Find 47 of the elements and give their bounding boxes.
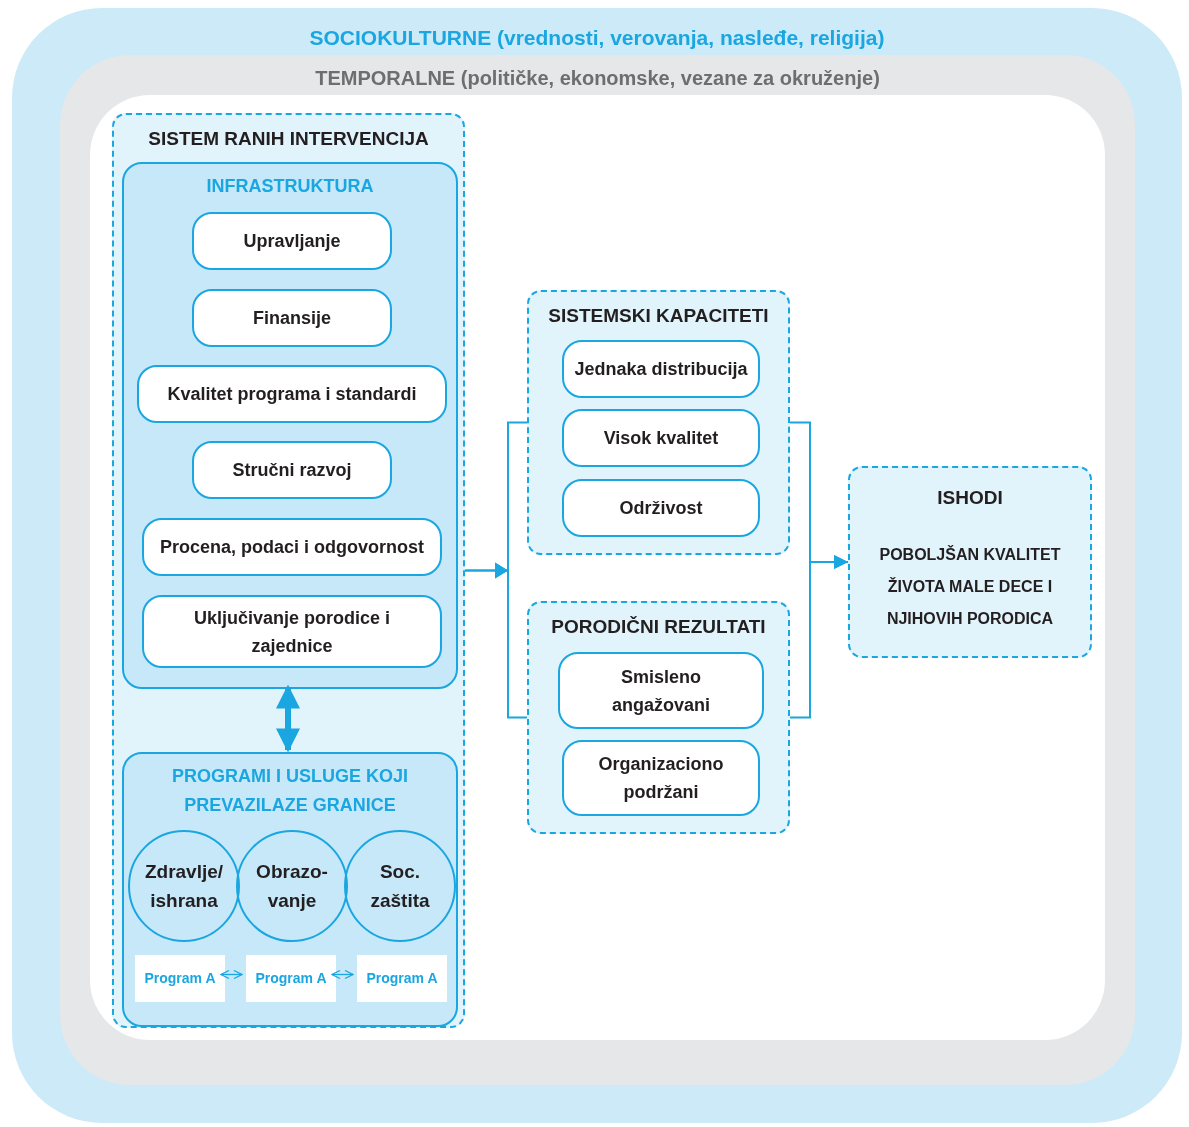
box-label: Održivost xyxy=(619,497,703,520)
rounded-box xyxy=(192,441,392,499)
rounded-box xyxy=(142,518,442,576)
box-label: Smisleno angažovani xyxy=(611,665,711,717)
box-label: Stručni razvoj xyxy=(232,459,352,482)
band-title: SOCIOKULTURNE (vrednosti, verovanja, nasleđe, religija) xyxy=(309,25,885,51)
box-label: Finansije xyxy=(253,307,331,330)
circle-label: Obrazo- vanje xyxy=(255,860,329,913)
rounded-box xyxy=(558,652,764,729)
program-label: Program A xyxy=(144,969,216,988)
rounded-box xyxy=(142,595,442,668)
program-label: Program A xyxy=(255,969,327,988)
program-box xyxy=(357,955,447,1002)
group-panel xyxy=(122,752,458,1027)
box-label: Organizaciono podržani xyxy=(597,753,725,804)
box-label: Visok kvalitet xyxy=(603,427,719,450)
panel-title: PROGRAMI I USLUGE KOJI PREVAZILAZE GRANICE xyxy=(171,765,409,817)
box-label: Procena, podaci i odgovornost xyxy=(159,536,424,559)
group-title: SISTEM RANIH INTERVENCIJA xyxy=(148,127,429,151)
box-label: Uključivanje porodice i zajednice xyxy=(192,606,392,658)
group-title: SISTEMSKI KAPACITETI xyxy=(548,304,769,328)
program-label: Program A xyxy=(366,969,438,988)
circle-label: Zdravlje/ ishrana xyxy=(143,860,225,913)
program-box xyxy=(246,955,336,1002)
dashed-group-box xyxy=(112,113,465,1028)
rounded-box xyxy=(562,409,760,467)
outcome-text: POBOLJŠAN KVALITET ŽIVOTA MALE DECE I NJIHOVIH PORODICA xyxy=(878,544,1062,629)
outcome-box xyxy=(848,466,1092,658)
circle-label: Soc. zaštita xyxy=(369,860,431,913)
rounded-box xyxy=(562,479,760,537)
outer-band xyxy=(12,8,1182,1123)
band-title: TEMPORALNE (političke, ekonomske, vezane za okruženje) xyxy=(315,66,880,91)
box-label: Kvalitet programa i standardi xyxy=(167,383,417,406)
rounded-box xyxy=(192,212,392,270)
rounded-box xyxy=(562,740,760,816)
rounded-box xyxy=(192,289,392,347)
group-panel xyxy=(122,162,458,689)
box-label: Jednaka distribucija xyxy=(574,358,748,381)
rounded-box xyxy=(562,340,760,398)
rounded-box xyxy=(137,365,447,423)
program-box xyxy=(135,955,225,1002)
group-title: PORODIČNI REZULTATI xyxy=(551,615,766,639)
outcome-title: ISHODI xyxy=(937,486,1003,510)
dashed-group-box xyxy=(527,290,790,555)
panel-title: INFRASTRUKTURA xyxy=(205,175,375,198)
dashed-group-box xyxy=(527,601,790,834)
box-label: Upravljanje xyxy=(243,230,341,253)
